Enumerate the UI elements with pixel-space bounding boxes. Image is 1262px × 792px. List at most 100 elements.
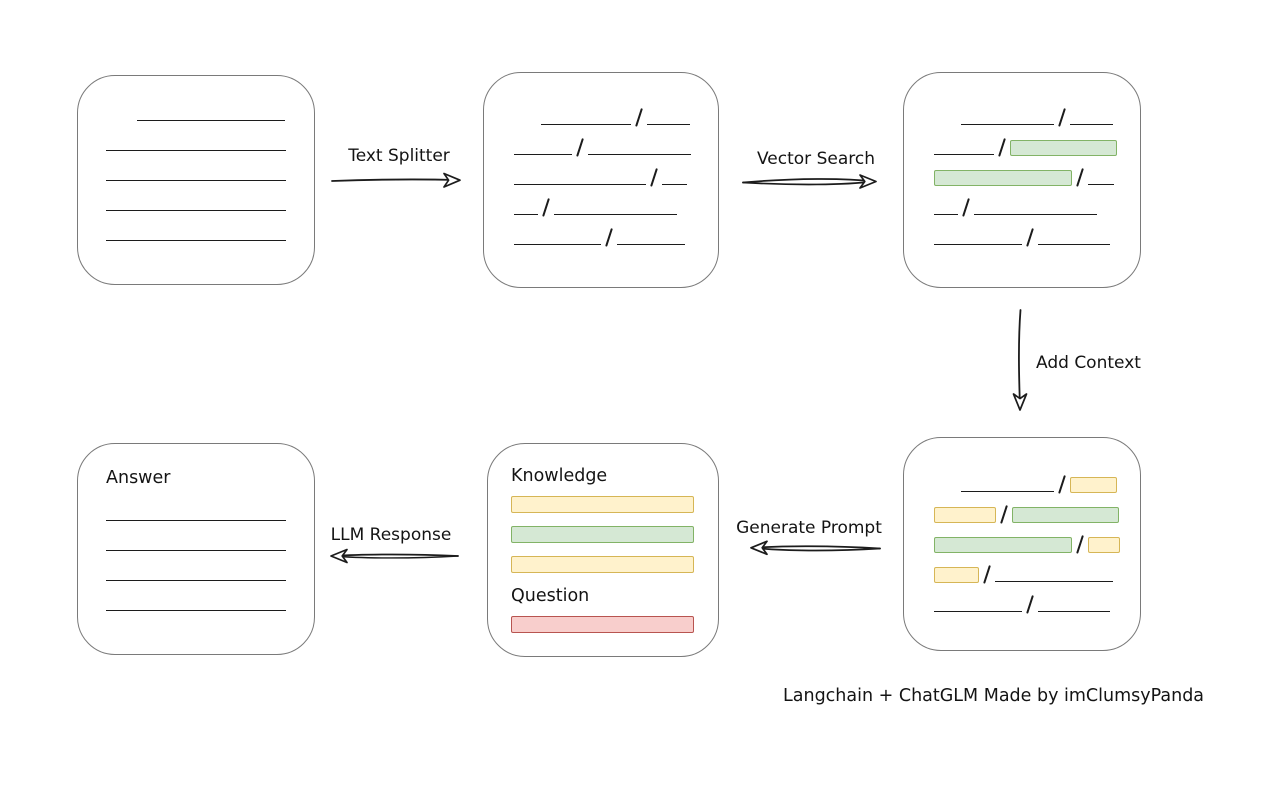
text-line xyxy=(514,214,538,215)
slash-separator xyxy=(983,565,992,584)
document-row xyxy=(106,522,314,552)
add-context-arrow-icon xyxy=(1012,309,1028,411)
llm-response-label: LLM Response xyxy=(330,525,452,545)
text-line xyxy=(934,214,958,215)
document-row xyxy=(514,96,718,127)
text-line xyxy=(514,184,646,185)
text-line xyxy=(662,184,688,185)
slash-separator xyxy=(650,168,659,187)
split-text-rows xyxy=(484,73,718,247)
yellow-bar xyxy=(511,556,694,573)
node-source-document xyxy=(77,75,315,285)
document-row xyxy=(934,96,1140,127)
text-line xyxy=(617,244,686,245)
text-line xyxy=(1088,184,1115,185)
document-row xyxy=(514,156,718,187)
document-row xyxy=(934,156,1140,187)
text-splitter-arrow-icon xyxy=(331,172,461,188)
document-row xyxy=(106,182,314,212)
slash-separator xyxy=(1076,535,1085,554)
document-row xyxy=(106,582,314,612)
node-answer: Answer xyxy=(77,443,315,655)
vector-search-arrow-icon xyxy=(742,174,877,189)
document-row xyxy=(106,92,314,122)
slash-separator xyxy=(1058,475,1067,494)
generate-prompt-arrow-icon xyxy=(750,540,881,556)
text-splitter-label: Text Splitter xyxy=(348,146,450,166)
document-row xyxy=(934,126,1140,157)
document-lines xyxy=(78,76,314,242)
yellow-highlight-chip xyxy=(934,567,979,583)
text-line xyxy=(974,214,1098,215)
text-line xyxy=(554,214,678,215)
text-line xyxy=(106,550,286,551)
knowledge-label: Knowledge xyxy=(511,466,608,486)
green-highlight-chip xyxy=(934,170,1072,186)
text-line xyxy=(1070,124,1114,125)
answer-label: Answer xyxy=(106,468,171,488)
slash-separator xyxy=(1026,595,1035,614)
document-row xyxy=(106,552,314,582)
text-line xyxy=(137,120,285,121)
red-bar xyxy=(511,616,694,633)
green-highlight-chip xyxy=(1010,140,1118,156)
slash-separator xyxy=(1026,228,1035,247)
llm-response-arrow-icon xyxy=(330,548,459,564)
indent-gap xyxy=(934,492,961,493)
yellow-highlight-chip xyxy=(934,507,996,523)
document-row xyxy=(934,583,1140,614)
text-line xyxy=(934,611,1022,612)
text-line xyxy=(934,244,1022,245)
document-row xyxy=(934,523,1140,554)
document-row xyxy=(934,553,1140,584)
node-context-text xyxy=(903,437,1141,651)
generate-prompt-label: Generate Prompt xyxy=(736,518,882,538)
slash-separator xyxy=(605,228,614,247)
green-highlight-chip xyxy=(934,537,1072,553)
text-line xyxy=(961,491,1054,492)
document-row xyxy=(934,463,1140,494)
slash-separator xyxy=(576,138,585,157)
text-line xyxy=(106,520,286,521)
slash-separator xyxy=(998,138,1007,157)
diagram-caption: Langchain + ChatGLM Made by imClumsyPand… xyxy=(783,686,1205,706)
node-prompt: Knowledge Question xyxy=(487,443,719,657)
text-line xyxy=(106,180,286,181)
document-row xyxy=(934,493,1140,524)
document-row xyxy=(106,492,314,522)
document-row xyxy=(514,186,718,217)
document-row xyxy=(106,122,314,152)
document-row xyxy=(106,212,314,242)
node-split-text xyxy=(483,72,719,288)
text-line xyxy=(1038,611,1111,612)
text-line xyxy=(106,150,286,151)
slash-separator xyxy=(1076,168,1085,187)
text-line xyxy=(647,124,691,125)
text-line xyxy=(995,581,1114,582)
question-bars xyxy=(511,616,718,633)
text-line xyxy=(106,610,286,611)
text-line xyxy=(541,124,631,125)
text-line xyxy=(934,154,994,155)
text-line xyxy=(1038,244,1111,245)
text-line xyxy=(961,124,1054,125)
text-line xyxy=(588,154,692,155)
document-row xyxy=(934,216,1140,247)
document-row xyxy=(514,216,718,247)
text-line xyxy=(106,210,286,211)
slash-separator xyxy=(542,198,551,217)
indent-gap xyxy=(514,125,541,126)
indent-gap xyxy=(934,125,961,126)
retrieved-text-rows xyxy=(904,73,1140,247)
text-line xyxy=(106,580,286,581)
text-line xyxy=(106,240,286,241)
text-line xyxy=(514,154,572,155)
indent-gap xyxy=(106,121,137,122)
text-line xyxy=(514,244,601,245)
slash-separator xyxy=(635,108,644,127)
document-row xyxy=(106,152,314,182)
question-label: Question xyxy=(511,586,590,606)
context-text-rows xyxy=(904,438,1140,614)
document-row xyxy=(934,186,1140,217)
